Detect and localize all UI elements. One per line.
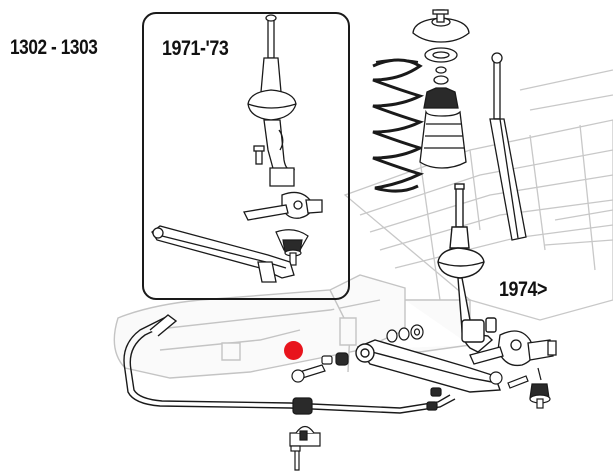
coil-spring [372, 58, 425, 193]
shock-absorber-separate [489, 52, 527, 241]
model-label: 1302 - 1303 [10, 36, 98, 59]
inset-frame-1971-73 [142, 12, 350, 300]
knuckle-1971-73 [243, 191, 323, 221]
control-arm-1971-73 [151, 225, 295, 283]
year-label-1974: 1974> [499, 278, 548, 301]
strut-1974 [437, 183, 497, 353]
stabilizer-bar [123, 314, 456, 414]
year-label-1971-73: 1971-'73 [162, 37, 229, 60]
red-dot-marker[interactable] [284, 341, 303, 360]
steering-knuckle-1974 [469, 330, 557, 367]
top-mount-assembly [412, 9, 470, 169]
strut-1971-73 [247, 14, 297, 187]
stabilizer-clamp-bracket [289, 397, 321, 471]
chassis-frame-head [113, 274, 471, 379]
ball-joint-1971-73 [275, 229, 309, 266]
ball-joint-1974 [489, 367, 551, 409]
control-arm-bushings [291, 324, 442, 411]
